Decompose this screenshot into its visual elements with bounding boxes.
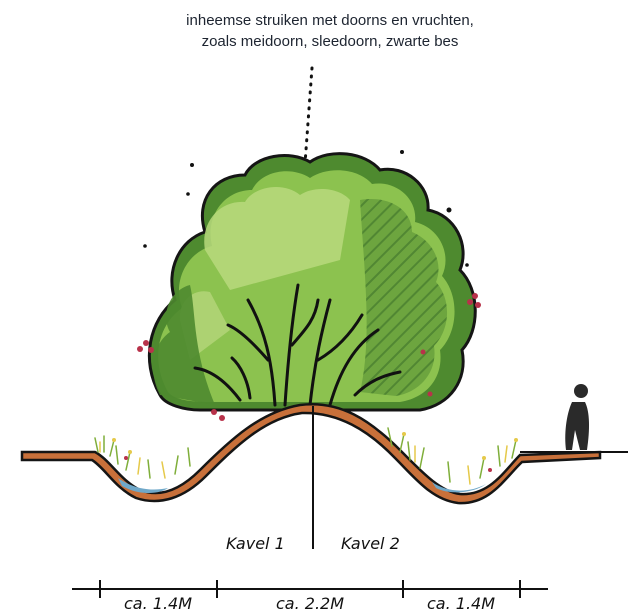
shrub-foliage <box>149 154 475 410</box>
grass-tufts <box>95 428 518 484</box>
measurement-center: ca. 2.2M <box>276 594 344 613</box>
measurement-right: ca. 1.4M <box>427 594 495 613</box>
person-figure <box>565 384 589 450</box>
ground-profile <box>22 404 628 503</box>
measurement-left: ca. 1.4M <box>124 594 192 613</box>
kavel-2-label: Kavel 2 <box>341 534 400 553</box>
kavel-1-label: Kavel 1 <box>226 534 285 553</box>
